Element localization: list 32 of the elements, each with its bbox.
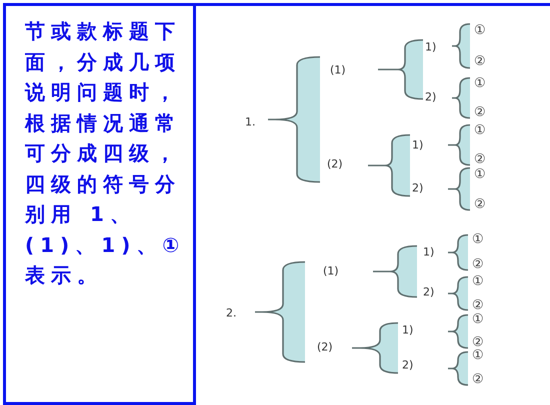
circled-number: ② [472,336,484,350]
list-marker: 2) [402,358,414,372]
list-marker: (2) [327,158,343,170]
circled-number: ① [472,313,484,327]
list-marker: (1) [323,264,339,278]
list-marker: 1. [245,116,256,128]
list-marker: 1) [425,40,436,54]
list-marker: 1) [402,324,414,336]
circled-number: ① [472,275,484,289]
circled-number: ② [472,373,484,387]
circled-number: ② [474,153,486,167]
circled-number: ① [472,349,484,363]
list-marker: 2) [412,182,424,194]
circled-number: ② [474,198,486,212]
circled-number: ② [472,258,484,272]
list-marker: 1) [423,246,434,258]
list-marker: (2) [317,340,333,354]
text-box [3,3,196,405]
circled-number: ② [474,55,486,69]
circled-number: ① [474,77,486,91]
description-text: 节或款标题下面，分成几项说明问题时，根据情况通常可分成四级，四级的符号分别用 1、(1)、1)、①表示。 [25,18,186,289]
circled-number: ① [474,124,486,138]
circled-number: ② [472,299,484,313]
list-marker: 2) [425,90,436,104]
list-marker: (1) [330,64,346,76]
list-marker: 2. [226,306,236,320]
circled-number: ① [474,24,486,38]
circled-number: ① [472,233,484,247]
circled-number: ① [474,168,486,182]
list-marker: 1) [412,138,424,152]
list-marker: 2) [423,286,434,298]
circled-number: ② [474,106,486,120]
